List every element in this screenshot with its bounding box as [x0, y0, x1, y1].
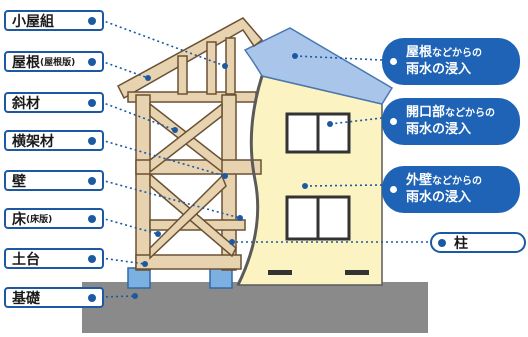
vent-left — [268, 270, 292, 275]
label-kiso: 基礎 — [4, 287, 104, 308]
window-upper — [285, 112, 351, 154]
label-yane: 屋根(屋根版) — [4, 51, 104, 72]
callout-opening-leak: 開口部などからの 雨水の浸入 — [382, 98, 520, 145]
timber-frame — [117, 17, 264, 271]
label-dot — [88, 136, 96, 145]
roof-covering — [243, 27, 394, 105]
label-dot — [88, 214, 96, 223]
label-dodai-text: 土台 — [12, 251, 40, 268]
label-dot — [88, 254, 96, 263]
label-yuka-text: 床 — [12, 211, 26, 228]
label-yuka: 床(床版) — [4, 208, 104, 229]
label-yane-text: 屋根 — [12, 54, 40, 71]
callout-roof-main: 屋根 — [406, 45, 433, 60]
wall-cut-edge — [236, 75, 264, 286]
vent-right — [345, 270, 369, 275]
window-lower — [285, 195, 351, 241]
leader-lines — [100, 19, 433, 298]
label-dot — [438, 238, 446, 247]
callout-dot — [390, 186, 397, 193]
label-dot — [88, 57, 96, 66]
label-yokokazai-text: 横架材 — [12, 133, 54, 150]
label-dot — [88, 293, 96, 302]
label-koyagumi-text: 小屋組 — [12, 13, 54, 30]
callout-wall-main: 外壁 — [406, 173, 433, 188]
leader-end-dots — [132, 53, 333, 299]
label-kabe-text: 壁 — [12, 173, 26, 190]
label-yane-sub: (屋根版) — [40, 58, 76, 68]
callout-wall-small: などからの — [432, 176, 483, 187]
callout-roof-line2: 雨水の浸入 — [406, 62, 472, 77]
callout-wall-line2: 雨水の浸入 — [406, 190, 472, 205]
callout-roof-leak: 屋根などからの 雨水の浸入 — [382, 38, 520, 85]
label-dot — [88, 176, 96, 185]
label-kabe: 壁 — [4, 170, 104, 191]
label-koyagumi: 小屋組 — [4, 10, 104, 31]
exterior-wall — [236, 75, 383, 286]
callout-dot — [390, 118, 397, 125]
label-dodai: 土台 — [4, 248, 104, 269]
label-yokokazai: 横架材 — [4, 130, 104, 151]
foundation-footing-left — [127, 267, 151, 289]
callout-opening-main: 開口部 — [406, 105, 446, 120]
callout-roof-small: などからの — [432, 48, 483, 59]
label-yuka-sub: (床版) — [26, 215, 53, 225]
callout-opening-line2: 雨水の浸入 — [406, 122, 472, 137]
label-shazai: 斜材 — [4, 92, 104, 113]
foundation-slab — [82, 282, 428, 333]
callout-wall-leak: 外壁などからの 雨水の浸入 — [382, 166, 520, 213]
label-hashira: 柱 — [430, 232, 526, 253]
label-dot — [88, 98, 96, 107]
callout-dot — [390, 58, 397, 65]
label-kiso-text: 基礎 — [12, 290, 40, 307]
callout-opening-small: などからの — [445, 108, 496, 119]
label-hashira-text: 柱 — [454, 235, 468, 252]
label-dot — [88, 16, 96, 25]
label-shazai-text: 斜材 — [12, 95, 40, 112]
